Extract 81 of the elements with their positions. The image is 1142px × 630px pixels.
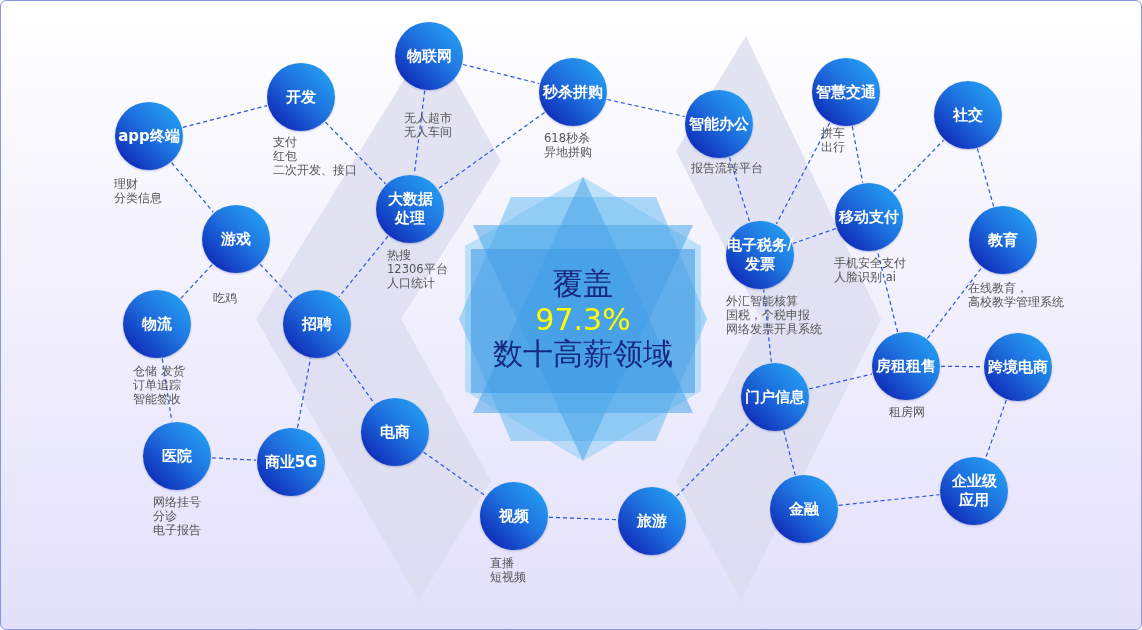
caption-text: 短视频 [490,570,526,584]
dashed-connector [423,451,486,497]
caption-text: 直播 [490,556,514,570]
dashed-connector [838,494,940,506]
caption-text: 报告流转平台 [691,161,763,175]
topic-circle: 物联网 [395,22,463,90]
topic-circle: app终端 [115,102,183,170]
topic-circle: 金融 [770,475,838,543]
dashed-connector [437,111,546,190]
caption-text: 红包 [273,149,297,163]
dashed-connector [926,267,983,339]
dashed-connector [976,148,995,207]
dashed-connector [876,250,899,333]
topic-circle: 游戏 [202,205,270,273]
topic-circle: 商业5G [257,428,325,496]
dashed-connector [676,421,751,497]
caption-text: 智能签收 [133,392,181,406]
caption-text: 网络挂号 [153,495,201,509]
topic-circle: 开发 [267,63,335,131]
caption-text: 异地拼购 [544,145,592,159]
topic-circle: 旅游 [618,487,686,555]
topic-circle: 视频 [480,482,548,550]
dashed-connector [462,63,540,85]
caption-text: 订单追踪 [133,378,181,392]
dashed-connector [851,125,864,184]
topic-circle: 秒杀拼购 [539,58,607,126]
topic-circle: 企业级应用 [940,457,1008,525]
headline-text: 97.3% [534,303,632,337]
dashed-connector [211,457,257,461]
caption-text: 分类信息 [114,191,162,205]
caption-text: 网络发票开具系统 [726,322,822,336]
dashed-connector [259,263,294,300]
dashed-connector [985,399,1007,459]
dashed-connector [548,516,618,521]
caption-text: 拼车 [821,126,845,140]
dashed-connector [296,357,312,429]
caption-text: 高校教学管理系统 [968,295,1064,309]
caption-text: 分诊 [153,509,177,523]
caption-text: 吃鸡 [213,291,237,305]
caption-text: 在线教育， [968,281,1028,295]
dashed-connector [324,121,387,185]
topic-circle: 教育 [969,206,1037,274]
caption-text: 电子报告 [153,523,201,537]
dashed-connector [792,227,837,245]
topic-circle: 跨境电商 [984,333,1052,401]
dashed-connector [728,156,751,223]
dashed-connector [182,105,268,128]
topic-circle: 房租租售 [872,332,940,400]
caption-text: 无人超市 [404,111,452,125]
caption-text: 理财 [114,177,138,191]
caption-text: 12306平台 [387,262,448,276]
caption-text: 国税，个税申报 [726,308,810,322]
dashed-connector [180,264,213,299]
topic-circle: 物流 [123,290,191,358]
caption-text: 仓储 发货 [133,364,185,378]
caption-text: 无人车间 [404,125,452,139]
topic-circle: 医院 [143,422,211,490]
caption-text: 618秒杀 [544,131,590,145]
caption-text: 人脸识别 ai [834,270,896,284]
topic-circle: 智慧交通 [812,58,880,126]
caption-text: 热搜 [387,248,411,262]
dashed-connector [171,162,214,213]
dashed-connector [763,289,772,363]
headline-text: 数十高薪领域 [492,337,674,371]
dashed-connector [808,373,873,390]
topic-circle: 社交 [934,81,1002,149]
dashed-connector [783,430,796,476]
topic-circle: 移动支付 [835,183,903,251]
dashed-connector [338,235,389,298]
caption-text: 外汇智能核算 [726,294,798,308]
dashed-connector [775,122,831,225]
caption-text: 人口统计 [387,276,435,290]
caption-text: 二次开发、接口 [273,163,357,177]
dashed-connector [336,351,376,405]
dashed-connector [892,139,945,193]
dashed-connector [606,98,686,118]
caption-text: 支付 [273,135,297,149]
caption-text: 出行 [821,140,845,154]
caption-text: 租房网 [889,405,925,419]
caption-text: 手机安全支付 [834,256,906,270]
headline-text: 覆盖 [552,267,614,301]
